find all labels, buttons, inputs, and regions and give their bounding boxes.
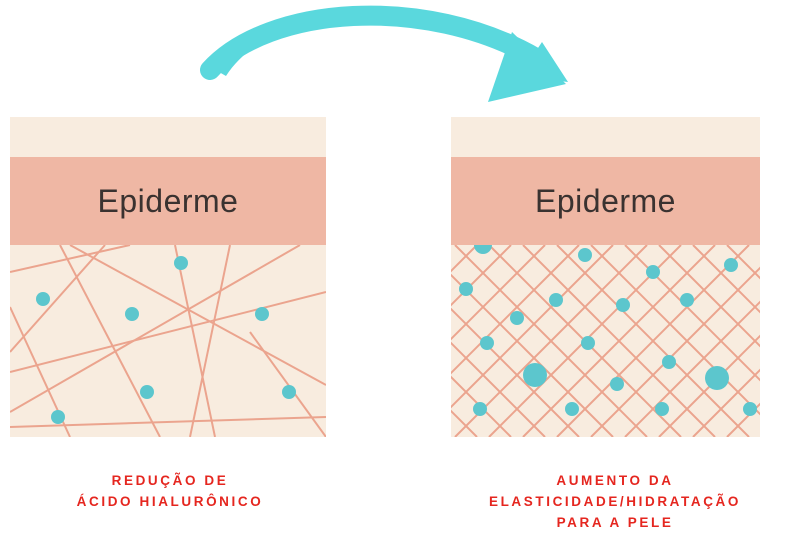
caption-line: AUMENTO DA [556,473,674,488]
epidermis-label: Epiderme [97,182,239,219]
caption-before: REDUÇÃO DE ÁCIDO HIALURÔNICO [20,470,320,512]
skin-diagram-after: Epiderme [451,117,760,437]
epidermis-label: Epiderme [535,182,676,219]
sparse-collagen-fibers [10,244,326,437]
caption-line: ELASTICIDADE/HIDRATAÇÃO [488,494,742,509]
epidermis-layer: Epiderme [10,157,326,245]
epidermis-layer: Epiderme [451,157,760,245]
caption-line: ÁCIDO HIALURÔNICO [76,494,264,509]
dense-collagen-fibers [451,236,760,437]
caption-line: PARA A PELE [556,515,674,530]
caption-line: REDUÇÃO DE [111,473,229,488]
skin-diagram-before: Epiderme [10,117,326,437]
caption-after: AUMENTO DA ELASTICIDADE/HIDRATAÇÃO PARA … [455,470,775,533]
